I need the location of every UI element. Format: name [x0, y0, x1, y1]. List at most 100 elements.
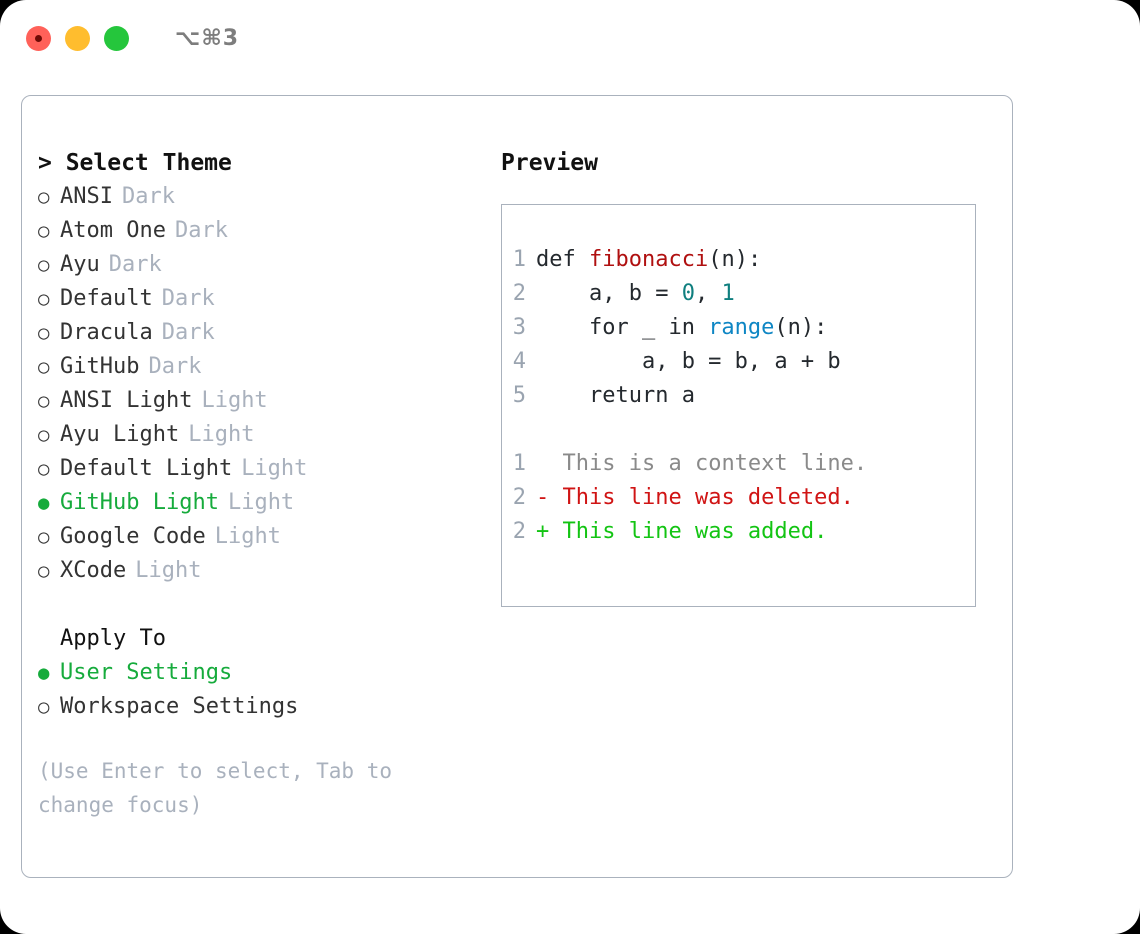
apply-to-option-label: User Settings	[60, 660, 233, 685]
code-token: (n):	[774, 315, 828, 340]
code-line-text: a, b = 0, 1	[536, 277, 735, 311]
code-token: fibonacci	[588, 247, 709, 272]
radio-unselected-icon: ○	[38, 696, 50, 718]
diff-line-text: This line was deleted.	[562, 485, 854, 510]
line-number: 1	[512, 451, 526, 476]
apply-to-header: Apply To	[60, 626, 166, 651]
theme-option-label: Ayu Light	[60, 422, 180, 447]
theme-option-label: GitHub Light	[60, 490, 219, 515]
zoom-window-icon[interactable]	[104, 25, 129, 51]
radio-unselected-icon: ○	[38, 390, 50, 412]
keyboard-shortcut-label: ⌥⌘3	[175, 25, 240, 51]
line-number: 2	[512, 519, 526, 544]
theme-option-label: Atom One	[60, 218, 166, 243]
diff-sample: 1 This is a context line. 2- This line wa…	[502, 447, 975, 549]
radio-unselected-icon: ○	[38, 220, 50, 242]
radio-selected-icon: ●	[38, 662, 50, 684]
code-token: 1	[721, 281, 735, 306]
code-token: (n):	[708, 247, 762, 272]
line-number: 2	[512, 281, 526, 306]
spacer	[38, 588, 488, 622]
diff-marker	[536, 447, 563, 481]
diff-line: 2 + This line was added.	[502, 515, 975, 549]
radio-selected-icon: ●	[38, 492, 50, 514]
apply-to-list[interactable]: ● User Settings ○ Workspace Settings	[38, 656, 488, 724]
theme-variant-badge: Light	[214, 524, 281, 549]
theme-option[interactable]: ○ GitHub Dark	[38, 350, 488, 384]
preview-header: Preview	[501, 150, 598, 176]
code-line-text: for _ in range(n):	[536, 311, 827, 345]
radio-unselected-icon: ○	[38, 356, 50, 378]
theme-option-label: Google Code	[60, 524, 206, 549]
apply-to-option[interactable]: ● User Settings	[38, 656, 488, 690]
theme-option-label: Default	[60, 286, 153, 311]
theme-option[interactable]: ○ Google Code Light	[38, 520, 488, 554]
code-token: range	[708, 315, 775, 340]
line-number: 5	[512, 383, 526, 408]
diff-marker: -	[536, 485, 563, 510]
code-token: a, b = b, a + b	[536, 349, 841, 374]
theme-variant-badge: Dark	[161, 286, 215, 311]
theme-option[interactable]: ○ Ayu Light Light	[38, 418, 488, 452]
theme-variant-badge: Light	[188, 422, 255, 447]
line-number: 3	[512, 315, 526, 340]
radio-unselected-icon: ○	[38, 560, 50, 582]
radio-unselected-icon: ○	[38, 424, 50, 446]
select-theme-header: > Select Theme	[38, 150, 232, 176]
theme-variant-badge: Dark	[108, 252, 162, 277]
theme-variant-badge: Dark	[161, 320, 215, 345]
theme-option[interactable]: ○ Ayu Dark	[38, 248, 488, 282]
theme-variant-badge: Dark	[174, 218, 228, 243]
theme-option-label: Ayu	[60, 252, 100, 277]
minimize-window-icon[interactable]	[65, 25, 90, 51]
keyboard-hint: (Use Enter to select, Tab to change focu…	[38, 759, 405, 817]
radio-unselected-icon: ○	[38, 322, 50, 344]
diff-marker: +	[536, 519, 563, 544]
line-number: 4	[512, 349, 526, 374]
diff-line: 2- This line was deleted.	[502, 481, 975, 515]
window-controls	[26, 25, 129, 51]
code-token: ,	[694, 281, 722, 306]
code-line-text: def fibonacci(n):	[536, 243, 761, 277]
theme-variant-badge: Light	[227, 490, 295, 515]
theme-option[interactable]: ○ Dracula Dark	[38, 316, 488, 350]
code-token: 0	[681, 281, 695, 306]
code-token: return a	[536, 383, 695, 408]
close-window-icon[interactable]	[26, 25, 51, 51]
code-line-text: return a	[536, 379, 695, 413]
theme-option-label: Dracula	[60, 320, 153, 345]
radio-unselected-icon: ○	[38, 458, 50, 480]
theme-variant-badge: Dark	[148, 354, 202, 379]
theme-option[interactable]: ○ Atom One Dark	[38, 214, 488, 248]
code-token: for _ in	[536, 315, 709, 340]
apply-to-option-label: Workspace Settings	[60, 694, 299, 719]
radio-unselected-icon: ○	[38, 526, 50, 548]
radio-unselected-icon: ○	[38, 254, 50, 276]
theme-variant-badge: Dark	[121, 184, 175, 209]
theme-option-label: GitHub	[60, 354, 140, 379]
theme-variant-badge: Light	[201, 388, 268, 413]
code-line: 2 a, b = 0, 1	[502, 277, 975, 311]
apply-to-option[interactable]: ○ Workspace Settings	[38, 690, 488, 724]
diff-line-text: This line was added.	[562, 519, 828, 544]
code-token: def	[536, 247, 589, 272]
line-number: 2	[512, 485, 526, 510]
theme-variant-badge: Light	[241, 456, 308, 481]
diff-line-text: This is a context line.	[562, 451, 868, 476]
code-line: 3 for _ in range(n):	[502, 311, 975, 345]
code-line: 4 a, b = b, a + b	[502, 345, 975, 379]
theme-option[interactable]: ● GitHub Light Light	[38, 486, 488, 520]
code-line-text: a, b = b, a + b	[536, 345, 841, 379]
